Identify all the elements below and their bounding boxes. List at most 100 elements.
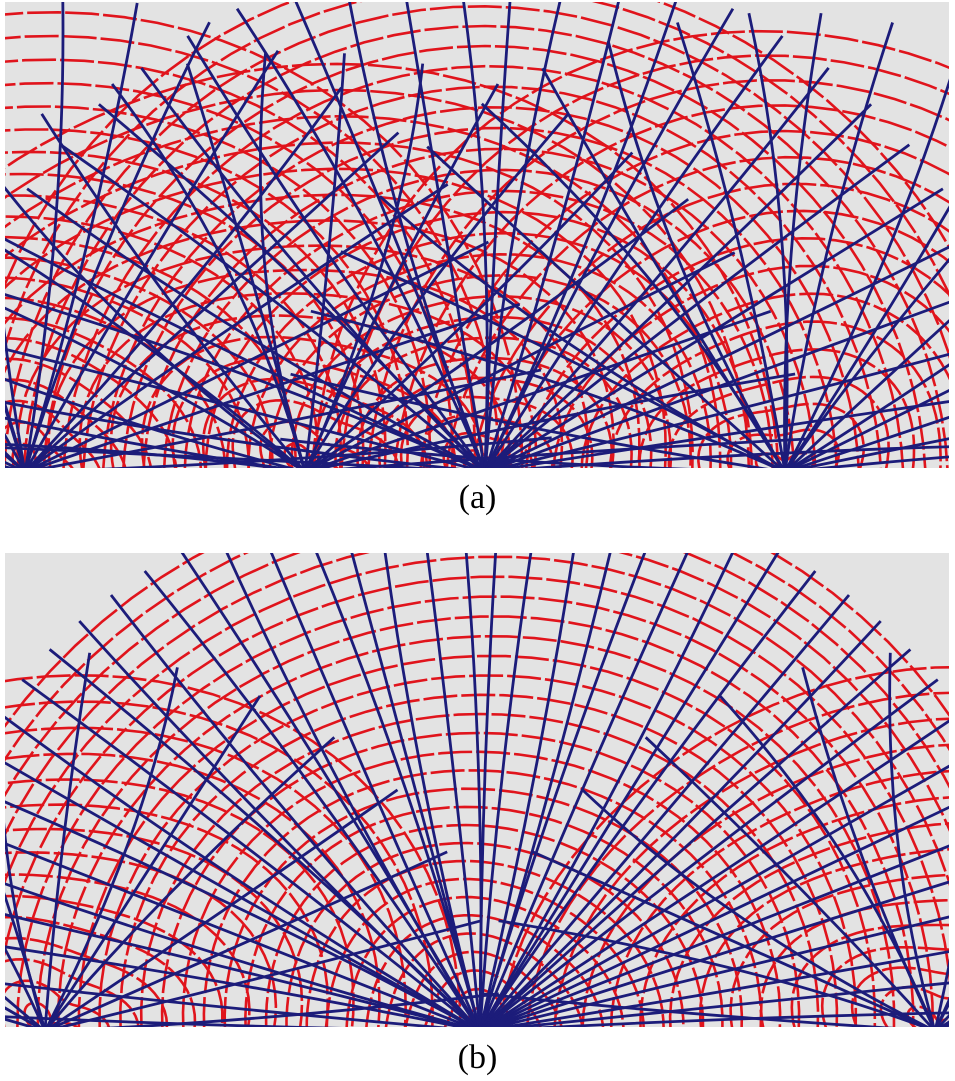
blue-curve [747,12,789,468]
blue-curve [102,992,499,1027]
blue-curve [40,113,304,468]
blue-curve [45,695,262,1027]
red-curve [98,674,858,1027]
blue-curve [490,915,949,1027]
red-curve [609,769,949,1027]
red-curve [231,398,400,468]
blue-curve [482,648,912,1027]
blue-curve [28,183,449,468]
red-curve [639,796,949,1027]
red-curve [202,769,763,1027]
blue-curve [532,850,930,1027]
blue-curve [485,2,678,468]
blue-curve [43,652,92,1027]
blue-curve [426,145,783,468]
blue-curve [312,309,772,468]
blue-curve [482,620,882,1027]
red-curve [5,553,949,837]
blue-curve [482,678,939,1027]
red-curve [181,750,782,1027]
blue-curve [888,652,936,1027]
blue-curve [5,185,302,468]
blue-curve [235,7,485,468]
red-curve [62,64,905,468]
blue-curve [478,553,533,1027]
red-curve [36,615,915,1027]
blue-curve [5,842,474,1027]
blue-curve [280,437,692,468]
red-curve [5,827,304,1027]
blue-curve [479,553,575,1027]
blue-curve [792,415,949,468]
red-curve [109,314,511,468]
red-curve [729,873,949,1027]
red-curve [5,128,410,468]
blue-curve [486,67,830,468]
blue-curve [478,553,498,1027]
blue-curve [487,880,949,1027]
blue-curve [495,352,949,468]
blue-curve [797,437,949,468]
blue-curve [310,309,780,468]
panel-a-caption: (a) [458,479,497,516]
blue-curve [785,78,949,468]
red-curve [5,81,454,468]
blue-curve [519,445,949,468]
blue-curve [50,850,448,1027]
blue-curve [789,388,949,468]
red-curve [5,194,343,468]
panel-a-canvas [5,2,949,468]
blue-curve [350,553,481,1027]
blue-curve [32,302,521,468]
panel-b-field-lines [5,553,949,1027]
red-curve [5,235,297,468]
blue-curve [484,2,620,468]
blue-curve [490,245,949,468]
blue-curve [496,950,949,1027]
red-curve [5,873,251,1027]
blue-curve [26,187,481,468]
blue-curve [505,981,949,1027]
red-curve [5,256,274,468]
red-curve [820,946,949,1027]
blue-curve [5,416,289,468]
blue-curve [491,300,949,468]
red-curve [139,712,820,1027]
blue-curve [24,21,211,468]
red-curve [5,979,111,1027]
red-curve [581,743,949,1027]
blue-curve [186,35,484,468]
red-curve [5,778,355,1027]
blue-curve [485,7,735,468]
blue-curve [644,736,934,1027]
red-curve [22,24,949,468]
blue-curve [934,958,949,1027]
blue-curve [801,667,935,1027]
blue-curve [498,919,929,1027]
blue-curve [5,945,45,1027]
red-curve [5,215,320,468]
red-curve [119,693,839,1027]
red-curve [56,634,896,1027]
blue-curve [541,67,785,468]
blue-curve [5,306,302,468]
blue-curve [5,945,468,1027]
blue-curve [29,240,490,468]
blue-curve [810,455,949,468]
red-curve [16,595,935,1027]
blue-curve [5,237,480,468]
red-curve [5,726,408,1027]
blue-curve [480,553,689,1027]
blue-curve [55,919,482,1027]
blue-curve [528,1011,949,1027]
blue-curve [383,553,481,1027]
blue-curve [24,2,65,468]
blue-curve [484,764,949,1027]
red-curve [42,44,927,468]
blue-curve [785,205,949,468]
red-curve [5,555,949,887]
red-curve [204,210,753,468]
blue-curve [485,35,784,468]
blue-curve [581,788,931,1027]
red-curve [5,141,694,468]
